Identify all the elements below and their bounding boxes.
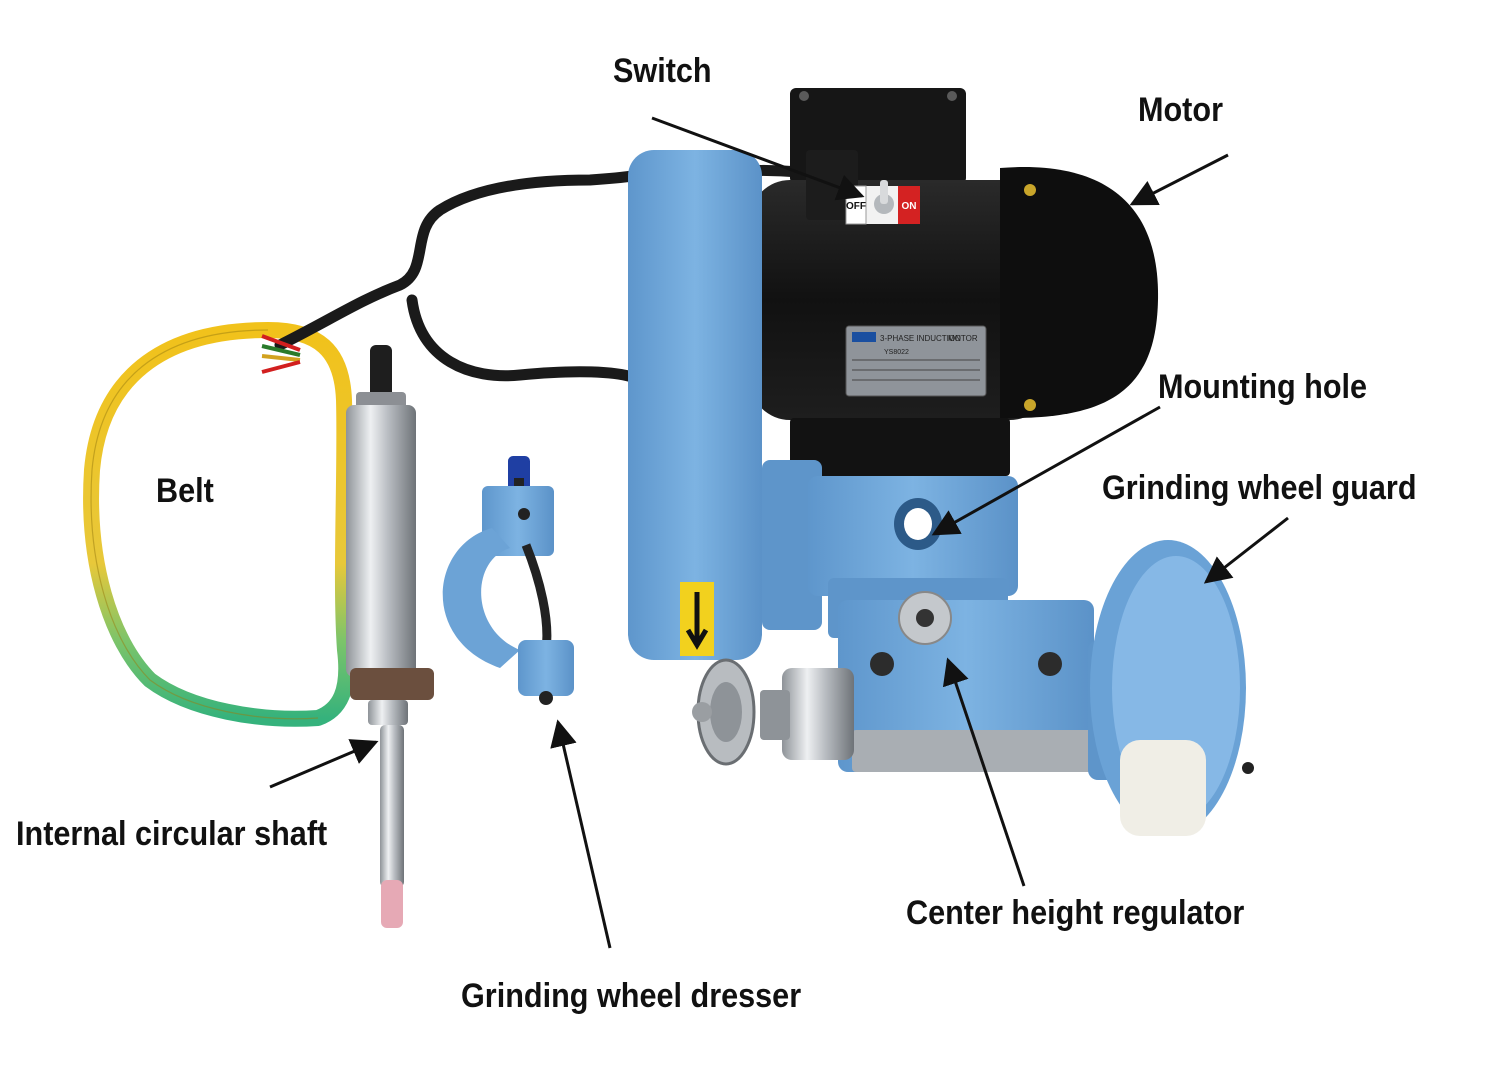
label-belt: Belt — [156, 472, 214, 510]
arrow-grinding-wheel-guard — [1203, 516, 1289, 584]
label-grinding-wheel-dresser: Grinding wheel dresser — [461, 977, 802, 1015]
label-motor: Motor — [1138, 91, 1223, 129]
internal-circular-shaft — [346, 345, 434, 928]
arrow-motor — [1129, 153, 1229, 206]
label-internal-circular-shaft: Internal circular shaft — [16, 815, 328, 853]
arrow-grinding-wheel-dresser — [550, 719, 612, 949]
callout-arrows — [269, 116, 1289, 949]
nameplate-type: YS8022 — [884, 349, 909, 356]
switch-off-label: OFF — [846, 201, 866, 212]
belt-cover — [628, 150, 762, 660]
wire-ends — [261, 334, 301, 374]
grinding-wheel-guard — [1088, 540, 1254, 836]
label-grinding-wheel-guard: Grinding wheel guard — [1102, 469, 1417, 507]
label-switch: Switch — [613, 52, 712, 90]
arrow-switch — [651, 116, 865, 201]
arrow-center-height-regulator — [942, 657, 1026, 887]
motor: 3-PHASE INDUCTION MOTOR YS8022 — [750, 88, 1159, 476]
belt — [83, 322, 355, 727]
nameplate-kind: MOTOR — [948, 334, 978, 343]
switch-on-label: ON — [902, 201, 917, 212]
arrow-internal-circular-shaft — [269, 739, 379, 789]
label-mounting-hole: Mounting hole — [1158, 368, 1368, 406]
label-center-height-regulator: Center height regulator — [906, 894, 1245, 932]
nameplate-phase: 3-PHASE INDUCTION — [880, 334, 961, 343]
grinding-wheel-dresser — [442, 456, 574, 705]
spindle-pulley — [692, 658, 854, 766]
arrow-mounting-hole — [931, 405, 1161, 536]
